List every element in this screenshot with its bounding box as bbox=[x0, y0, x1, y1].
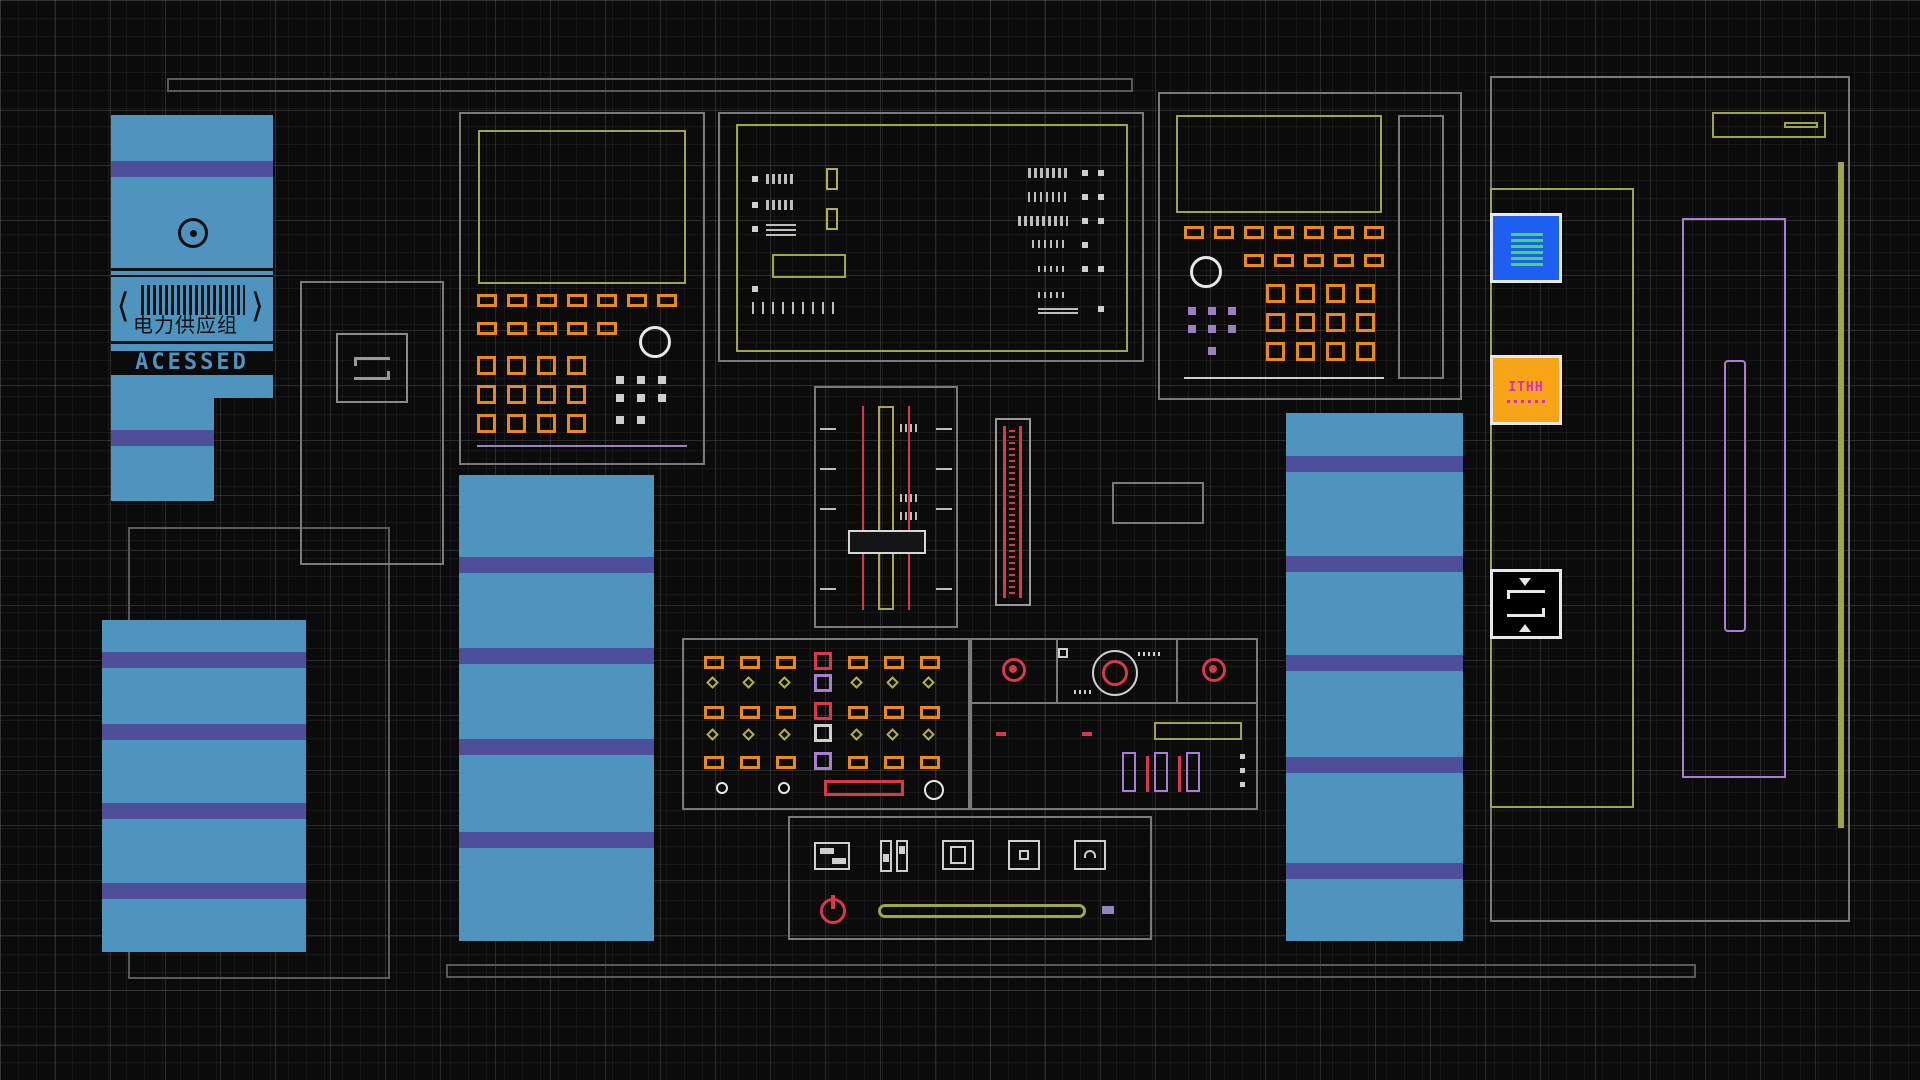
white-line bbox=[1184, 377, 1384, 379]
knob[interactable] bbox=[1190, 256, 1222, 288]
bottom-rail bbox=[446, 964, 1696, 978]
card-separator bbox=[111, 341, 273, 344]
expand-arrows-icon[interactable] bbox=[1490, 569, 1562, 639]
monitor-screen bbox=[736, 124, 1128, 352]
empty-slot[interactable] bbox=[1112, 482, 1204, 524]
access-card-tab bbox=[111, 398, 214, 501]
controller-panel-b[interactable] bbox=[1158, 92, 1462, 400]
screen-a bbox=[478, 130, 686, 284]
red-led bbox=[1002, 658, 1026, 682]
access-card[interactable]: ⟨ ⟩ 电力供应组 ACESSED bbox=[111, 115, 273, 398]
orange-chip[interactable]: ITHH bbox=[1490, 355, 1562, 425]
power-cell-panel-center[interactable] bbox=[459, 475, 654, 941]
card-separator bbox=[111, 275, 273, 277]
swap-arrows-icon[interactable] bbox=[336, 333, 408, 403]
power-slider[interactable] bbox=[878, 904, 1086, 918]
screen-b bbox=[1176, 115, 1382, 213]
fader-module[interactable] bbox=[814, 386, 958, 628]
chip-rack[interactable] bbox=[1490, 188, 1634, 808]
violet-line bbox=[477, 445, 687, 447]
columns-icon[interactable] bbox=[880, 840, 910, 872]
top-rail bbox=[167, 78, 1133, 92]
power-cell-panel-right[interactable] bbox=[1286, 413, 1463, 941]
icon-toolbar[interactable] bbox=[788, 816, 1152, 940]
keypad-panel[interactable] bbox=[682, 638, 970, 810]
red-led bbox=[1202, 658, 1226, 682]
left-bracket: ⟨ bbox=[113, 286, 134, 326]
fader-track bbox=[878, 406, 894, 610]
card-separator bbox=[111, 268, 273, 271]
card-chinese-label: 电力供应组 bbox=[133, 313, 238, 337]
fader-handle[interactable] bbox=[848, 530, 926, 554]
cabinet-olive-rail bbox=[1838, 162, 1844, 828]
power-cell-panel-left[interactable] bbox=[102, 620, 306, 952]
document-icon[interactable] bbox=[942, 840, 974, 870]
target-icon[interactable] bbox=[178, 218, 208, 248]
cabinet-inner-handle[interactable] bbox=[1724, 360, 1746, 632]
controller-panel-a[interactable] bbox=[459, 112, 705, 465]
knob[interactable] bbox=[639, 326, 671, 358]
power-icon[interactable] bbox=[820, 895, 846, 924]
blue-chip[interactable] bbox=[1490, 213, 1562, 283]
side-slider-track[interactable] bbox=[1398, 115, 1444, 379]
right-bracket: ⟩ bbox=[247, 286, 268, 326]
cabinet-top-slot[interactable] bbox=[1712, 112, 1826, 138]
list-lines-icon bbox=[1511, 232, 1543, 266]
card-status-text: ACESSED bbox=[111, 351, 273, 375]
led-control-panel[interactable] bbox=[970, 638, 1258, 810]
dome-icon[interactable] bbox=[1074, 840, 1106, 870]
cabinet-inner-slot[interactable] bbox=[1682, 218, 1786, 778]
swap-slot[interactable] bbox=[300, 281, 444, 565]
barcode bbox=[141, 285, 245, 315]
square-target-icon[interactable] bbox=[1008, 840, 1040, 870]
toggle-icon[interactable] bbox=[814, 842, 850, 870]
dial[interactable] bbox=[1092, 650, 1138, 696]
level-meter bbox=[995, 418, 1031, 606]
monitor-panel[interactable] bbox=[718, 112, 1144, 362]
orange-chip-label: ITHH bbox=[1508, 380, 1544, 395]
